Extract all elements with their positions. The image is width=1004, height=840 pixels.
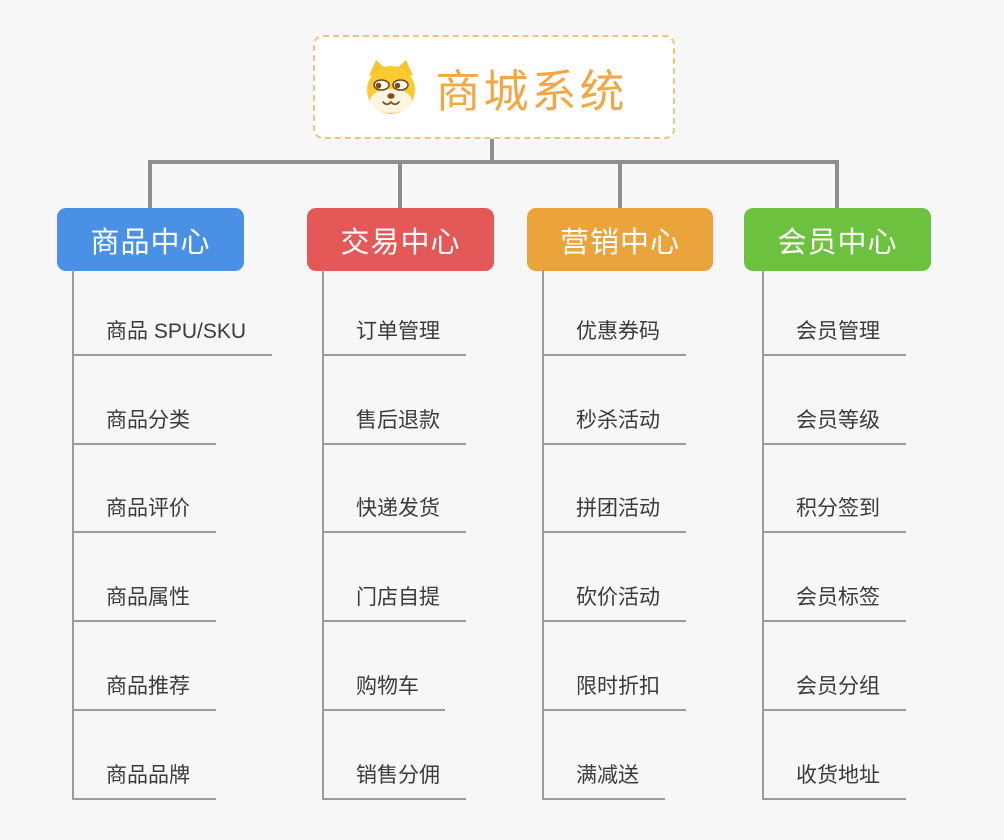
node-shipping-address[interactable]: 收货地址 bbox=[762, 763, 906, 800]
branch-product-center[interactable]: 商品中心 bbox=[57, 208, 244, 271]
root-node[interactable]: 商城系统 bbox=[313, 35, 675, 139]
node-shopping-cart[interactable]: 购物车 bbox=[322, 674, 445, 711]
node-express-delivery[interactable]: 快递发货 bbox=[322, 496, 466, 533]
node-flash-sale[interactable]: 秒杀活动 bbox=[542, 408, 686, 445]
connector-root-stub bbox=[490, 139, 494, 164]
node-points-checkin[interactable]: 积分签到 bbox=[762, 496, 906, 533]
branch-trade-center[interactable]: 交易中心 bbox=[307, 208, 494, 271]
node-member-management[interactable]: 会员管理 bbox=[762, 319, 906, 356]
connector-horizontal bbox=[148, 160, 839, 164]
node-member-level[interactable]: 会员等级 bbox=[762, 408, 906, 445]
node-store-pickup[interactable]: 门店自提 bbox=[322, 585, 466, 622]
node-bargain-activity[interactable]: 砍价活动 bbox=[542, 585, 686, 622]
root-title: 商城系统 bbox=[435, 65, 628, 117]
node-member-tag[interactable]: 会员标签 bbox=[762, 585, 906, 622]
branch-member-center[interactable]: 会员中心 bbox=[744, 208, 931, 271]
node-product-spu-sku[interactable]: 商品 SPU/SKU bbox=[72, 319, 273, 356]
connector-stub-product bbox=[148, 160, 152, 209]
node-full-reduction[interactable]: 满减送 bbox=[542, 763, 665, 800]
node-order-management[interactable]: 订单管理 bbox=[322, 319, 466, 356]
node-product-brand[interactable]: 商品品牌 bbox=[72, 763, 216, 800]
connector-stub-member bbox=[835, 160, 839, 209]
node-product-category[interactable]: 商品分类 bbox=[72, 408, 216, 445]
branch-marketing-center[interactable]: 营销中心 bbox=[527, 208, 713, 271]
trunk-member bbox=[762, 270, 764, 800]
connector-stub-marketing bbox=[618, 160, 622, 209]
node-product-review[interactable]: 商品评价 bbox=[72, 496, 216, 533]
node-sales-commission[interactable]: 销售分佣 bbox=[322, 763, 466, 800]
node-coupon-code[interactable]: 优惠券码 bbox=[542, 319, 686, 356]
node-member-group[interactable]: 会员分组 bbox=[762, 674, 906, 711]
trunk-trade bbox=[322, 270, 324, 800]
node-product-attribute[interactable]: 商品属性 bbox=[72, 585, 216, 622]
node-aftersale-refund[interactable]: 售后退款 bbox=[322, 408, 466, 445]
connector-stub-trade bbox=[398, 160, 402, 209]
node-limited-time-discount[interactable]: 限时折扣 bbox=[542, 674, 686, 711]
dog-face-icon bbox=[367, 60, 416, 114]
trunk-product bbox=[72, 270, 74, 800]
node-product-recommend[interactable]: 商品推荐 bbox=[72, 674, 216, 711]
trunk-marketing bbox=[542, 270, 544, 800]
node-group-buy[interactable]: 拼团活动 bbox=[542, 496, 686, 533]
